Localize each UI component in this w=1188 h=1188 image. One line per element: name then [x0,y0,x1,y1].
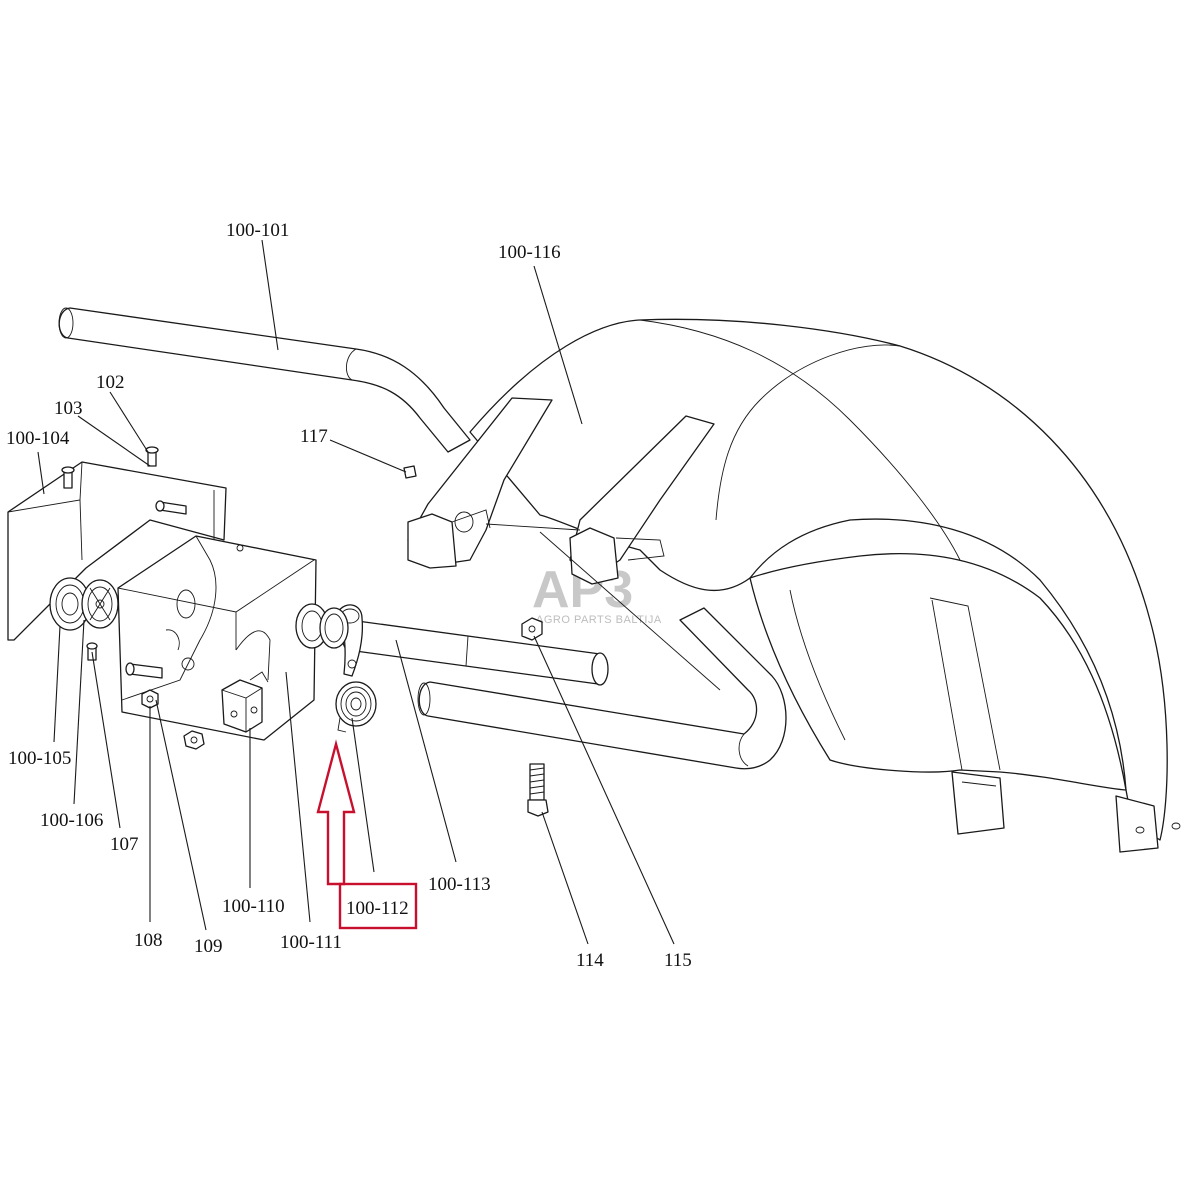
label-114: 114 [576,950,604,971]
label-103: 103 [54,398,83,419]
label-108: 108 [134,930,163,951]
label-100-104: 100-104 [6,428,70,449]
shaft [341,618,609,686]
label-117: 117 [300,426,328,447]
nut-109 [183,730,205,750]
label-100-110: 100-110 [222,896,285,917]
highlight-marker [316,739,418,930]
bolt-114 [527,763,549,817]
micro-switch [221,671,269,733]
bolt-103 [61,466,75,489]
bolt-top-plate [155,500,187,515]
fender-shroud [407,318,1181,853]
highlight-box [338,882,418,930]
bearing-100-105 [49,577,91,631]
screw-107 [86,642,98,661]
label-100-112: 100-112 [346,898,409,919]
label-102: 102 [96,372,125,393]
label-100-116: 100-116 [498,242,561,263]
gear-housing [117,535,317,741]
handle-bar-lower [417,607,787,770]
label-100-113: 100-113 [428,874,491,895]
highlight-arrow [316,739,356,886]
label-109: 109 [194,936,223,957]
label-100-106: 100-106 [40,810,103,831]
bolt-102 [145,446,159,467]
label-100-101: 100-101 [226,220,289,241]
label-100-111: 100-111 [280,932,342,953]
square-nut-115 [521,617,543,641]
watermark-tagline: AGRO PARTS BALTIJA [536,614,662,626]
side-bushing [295,603,349,649]
clip-117 [403,465,417,479]
label-107: 107 [110,834,139,855]
handle-bar-upper [58,307,471,453]
tension-spring [335,604,377,733]
leader-lines [37,239,675,945]
pulley-100-106 [81,579,119,629]
label-100-105: 100-105 [8,748,71,769]
nut-108 [141,689,159,709]
label-115: 115 [664,950,692,971]
part-labels: 100-101 100-116 102 103 100-104 117 100-… [6,220,692,971]
